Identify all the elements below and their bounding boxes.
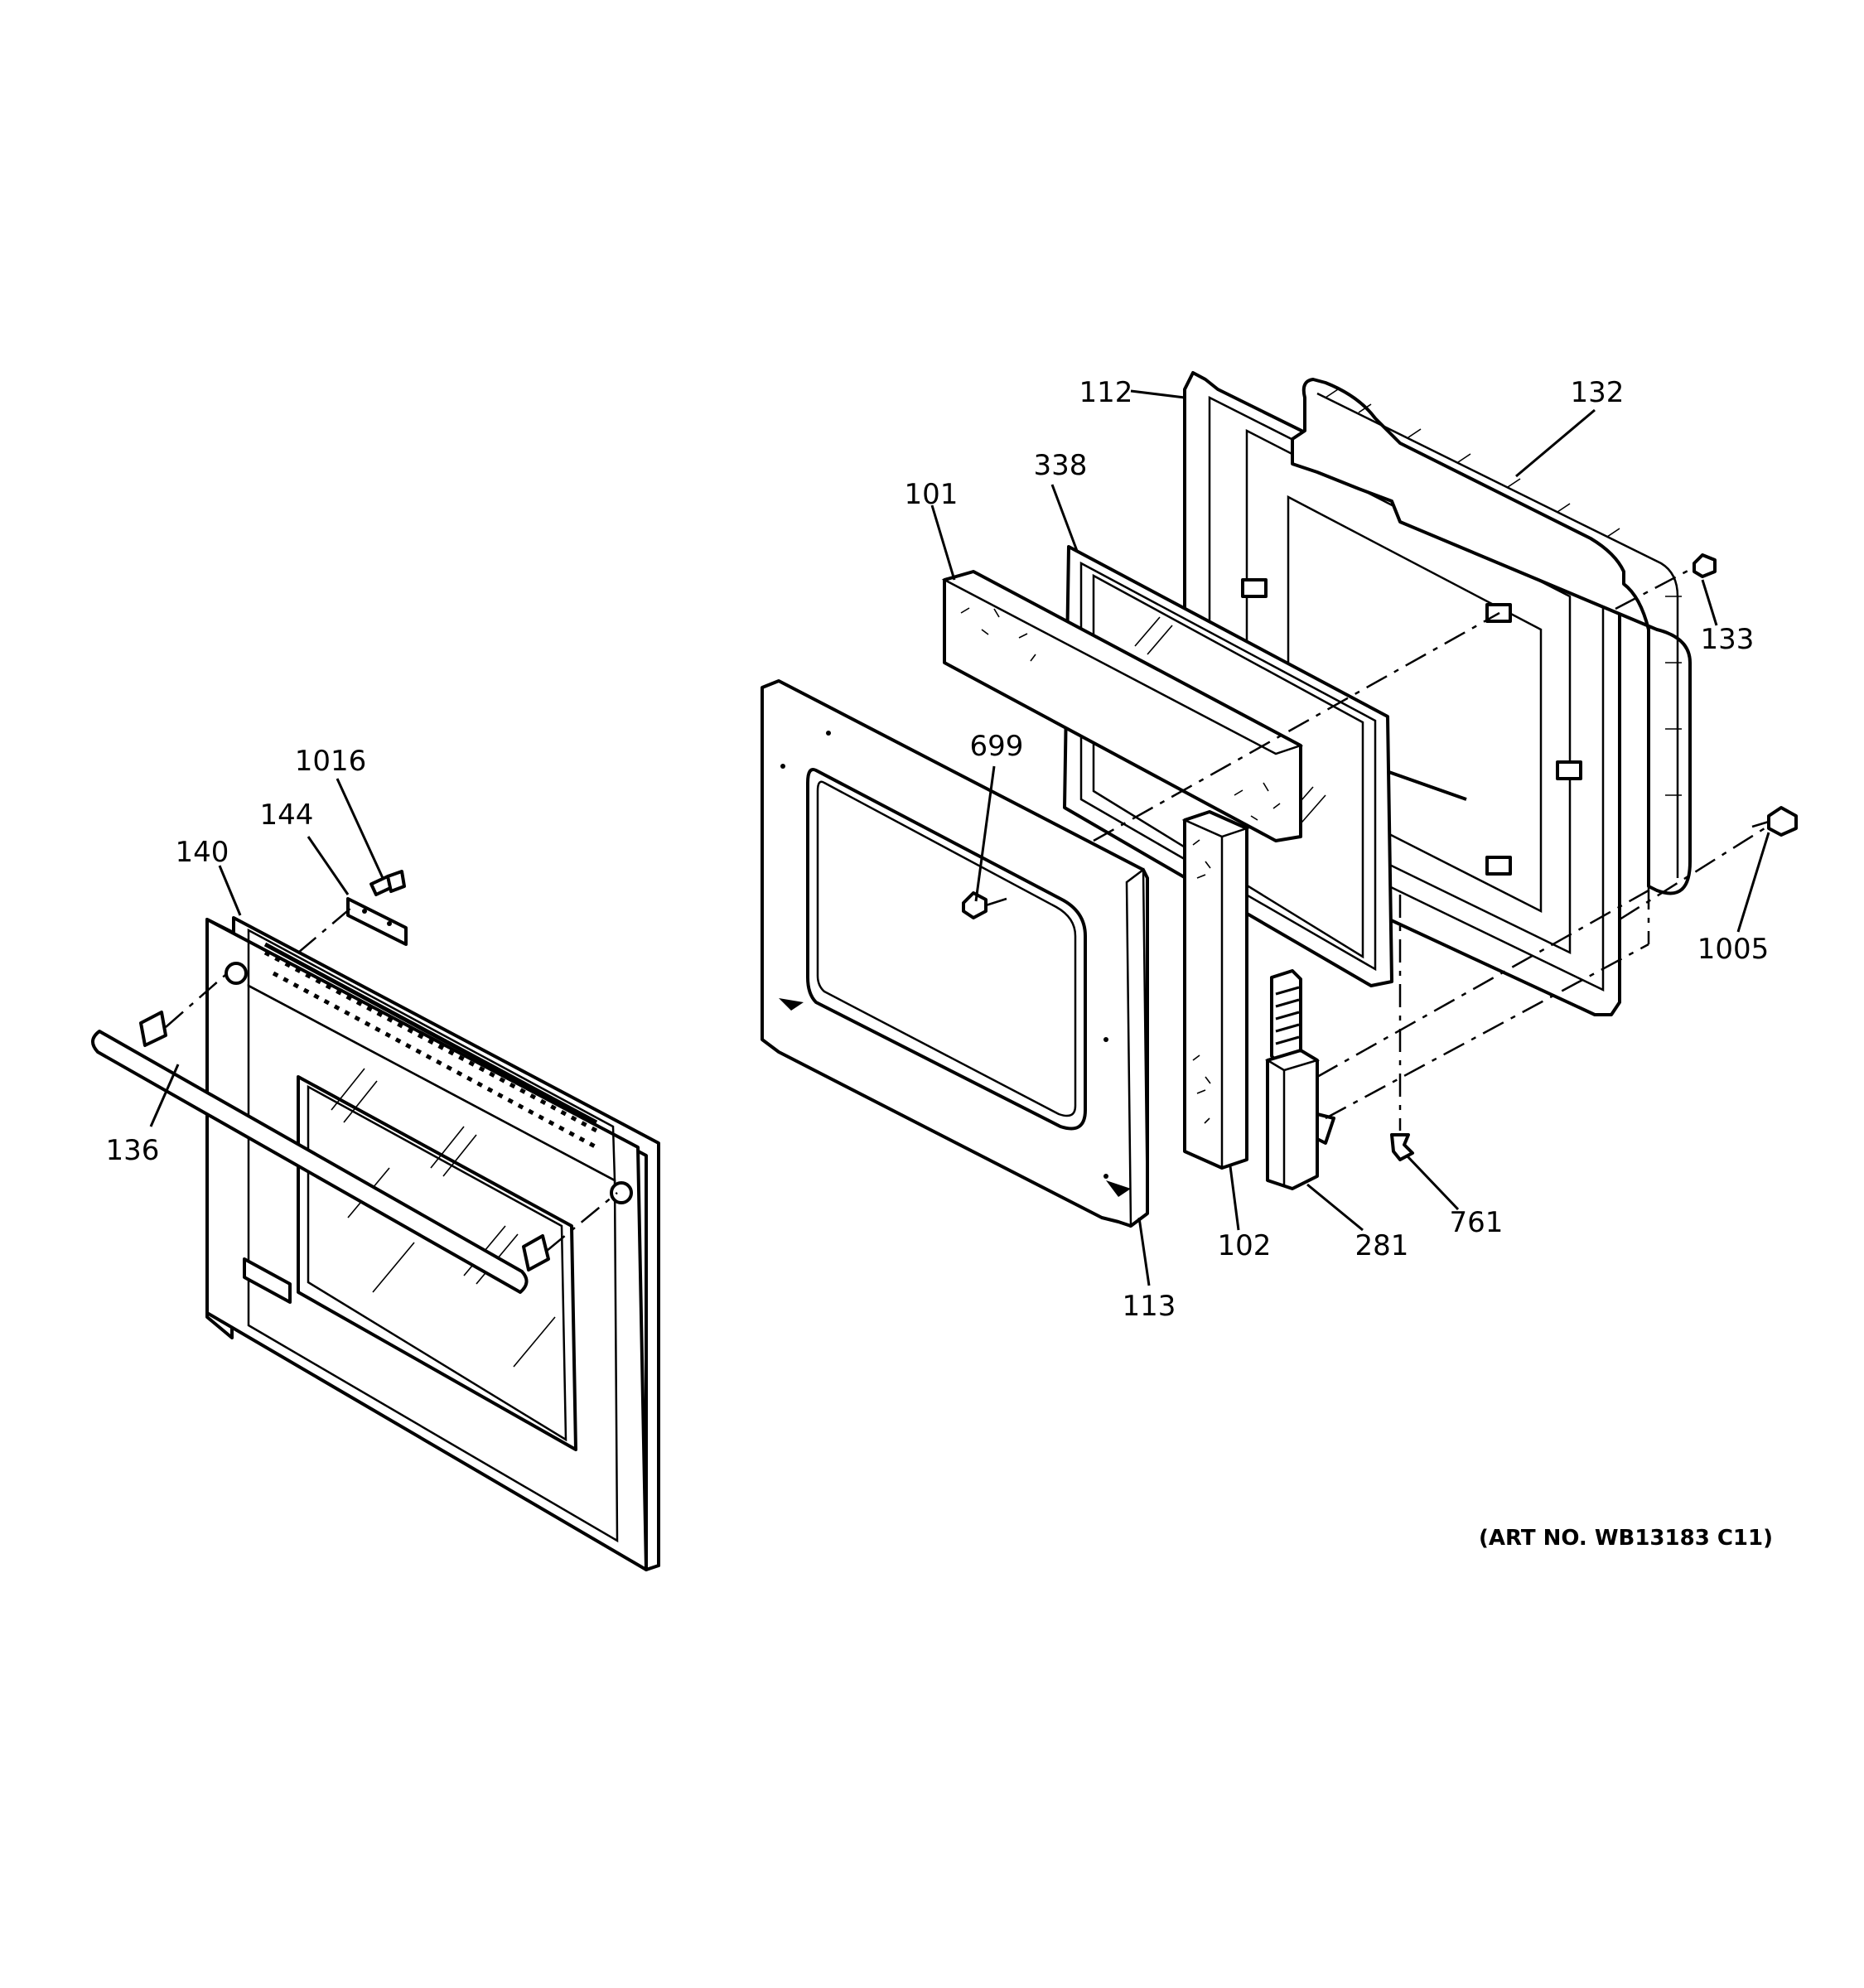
- door-hinge: [1264, 969, 1335, 1190]
- vent-grille: [263, 942, 598, 1150]
- leader-lines: [149, 389, 1770, 1286]
- callout-133: 133: [1701, 623, 1755, 656]
- handle-mount-right: [610, 1181, 633, 1204]
- callout-281: 281: [1355, 1229, 1409, 1262]
- callout-132: 132: [1571, 376, 1625, 409]
- callout-140: 140: [176, 836, 229, 869]
- callout-102: 102: [1218, 1229, 1272, 1262]
- door-screw: [962, 891, 1007, 919]
- callout-144: 144: [260, 799, 314, 832]
- liner-screw-side: [1751, 806, 1798, 837]
- door-handle: [91, 1011, 550, 1294]
- door-gasket: [1291, 378, 1692, 895]
- insulation-side: [1181, 810, 1250, 1170]
- liner-screw-top: [1693, 553, 1717, 578]
- handle-mount-left: [225, 962, 248, 985]
- art-number: (ART NO. WB13183 C11): [1479, 1526, 1773, 1551]
- nameplate: [243, 1257, 292, 1304]
- callout-136: 136: [106, 1134, 160, 1167]
- callout-1016: 1016: [295, 745, 367, 778]
- callout-101: 101: [905, 478, 959, 511]
- callout-113: 113: [1123, 1290, 1176, 1323]
- inner-door-frame: [761, 679, 1149, 1228]
- outer-door-panel: [205, 916, 660, 1571]
- hinge-screw: [1390, 1133, 1414, 1161]
- vent-bracket: [346, 897, 408, 946]
- callout-112: 112: [1079, 376, 1133, 409]
- callout-labels: 112 132 338 101 133 699 1016 144 140 100…: [106, 376, 1770, 1323]
- callout-338: 338: [1034, 449, 1088, 482]
- callout-761: 761: [1450, 1206, 1504, 1239]
- callout-699: 699: [970, 730, 1024, 763]
- bracket-screw: [369, 870, 406, 896]
- callout-1005: 1005: [1697, 933, 1770, 966]
